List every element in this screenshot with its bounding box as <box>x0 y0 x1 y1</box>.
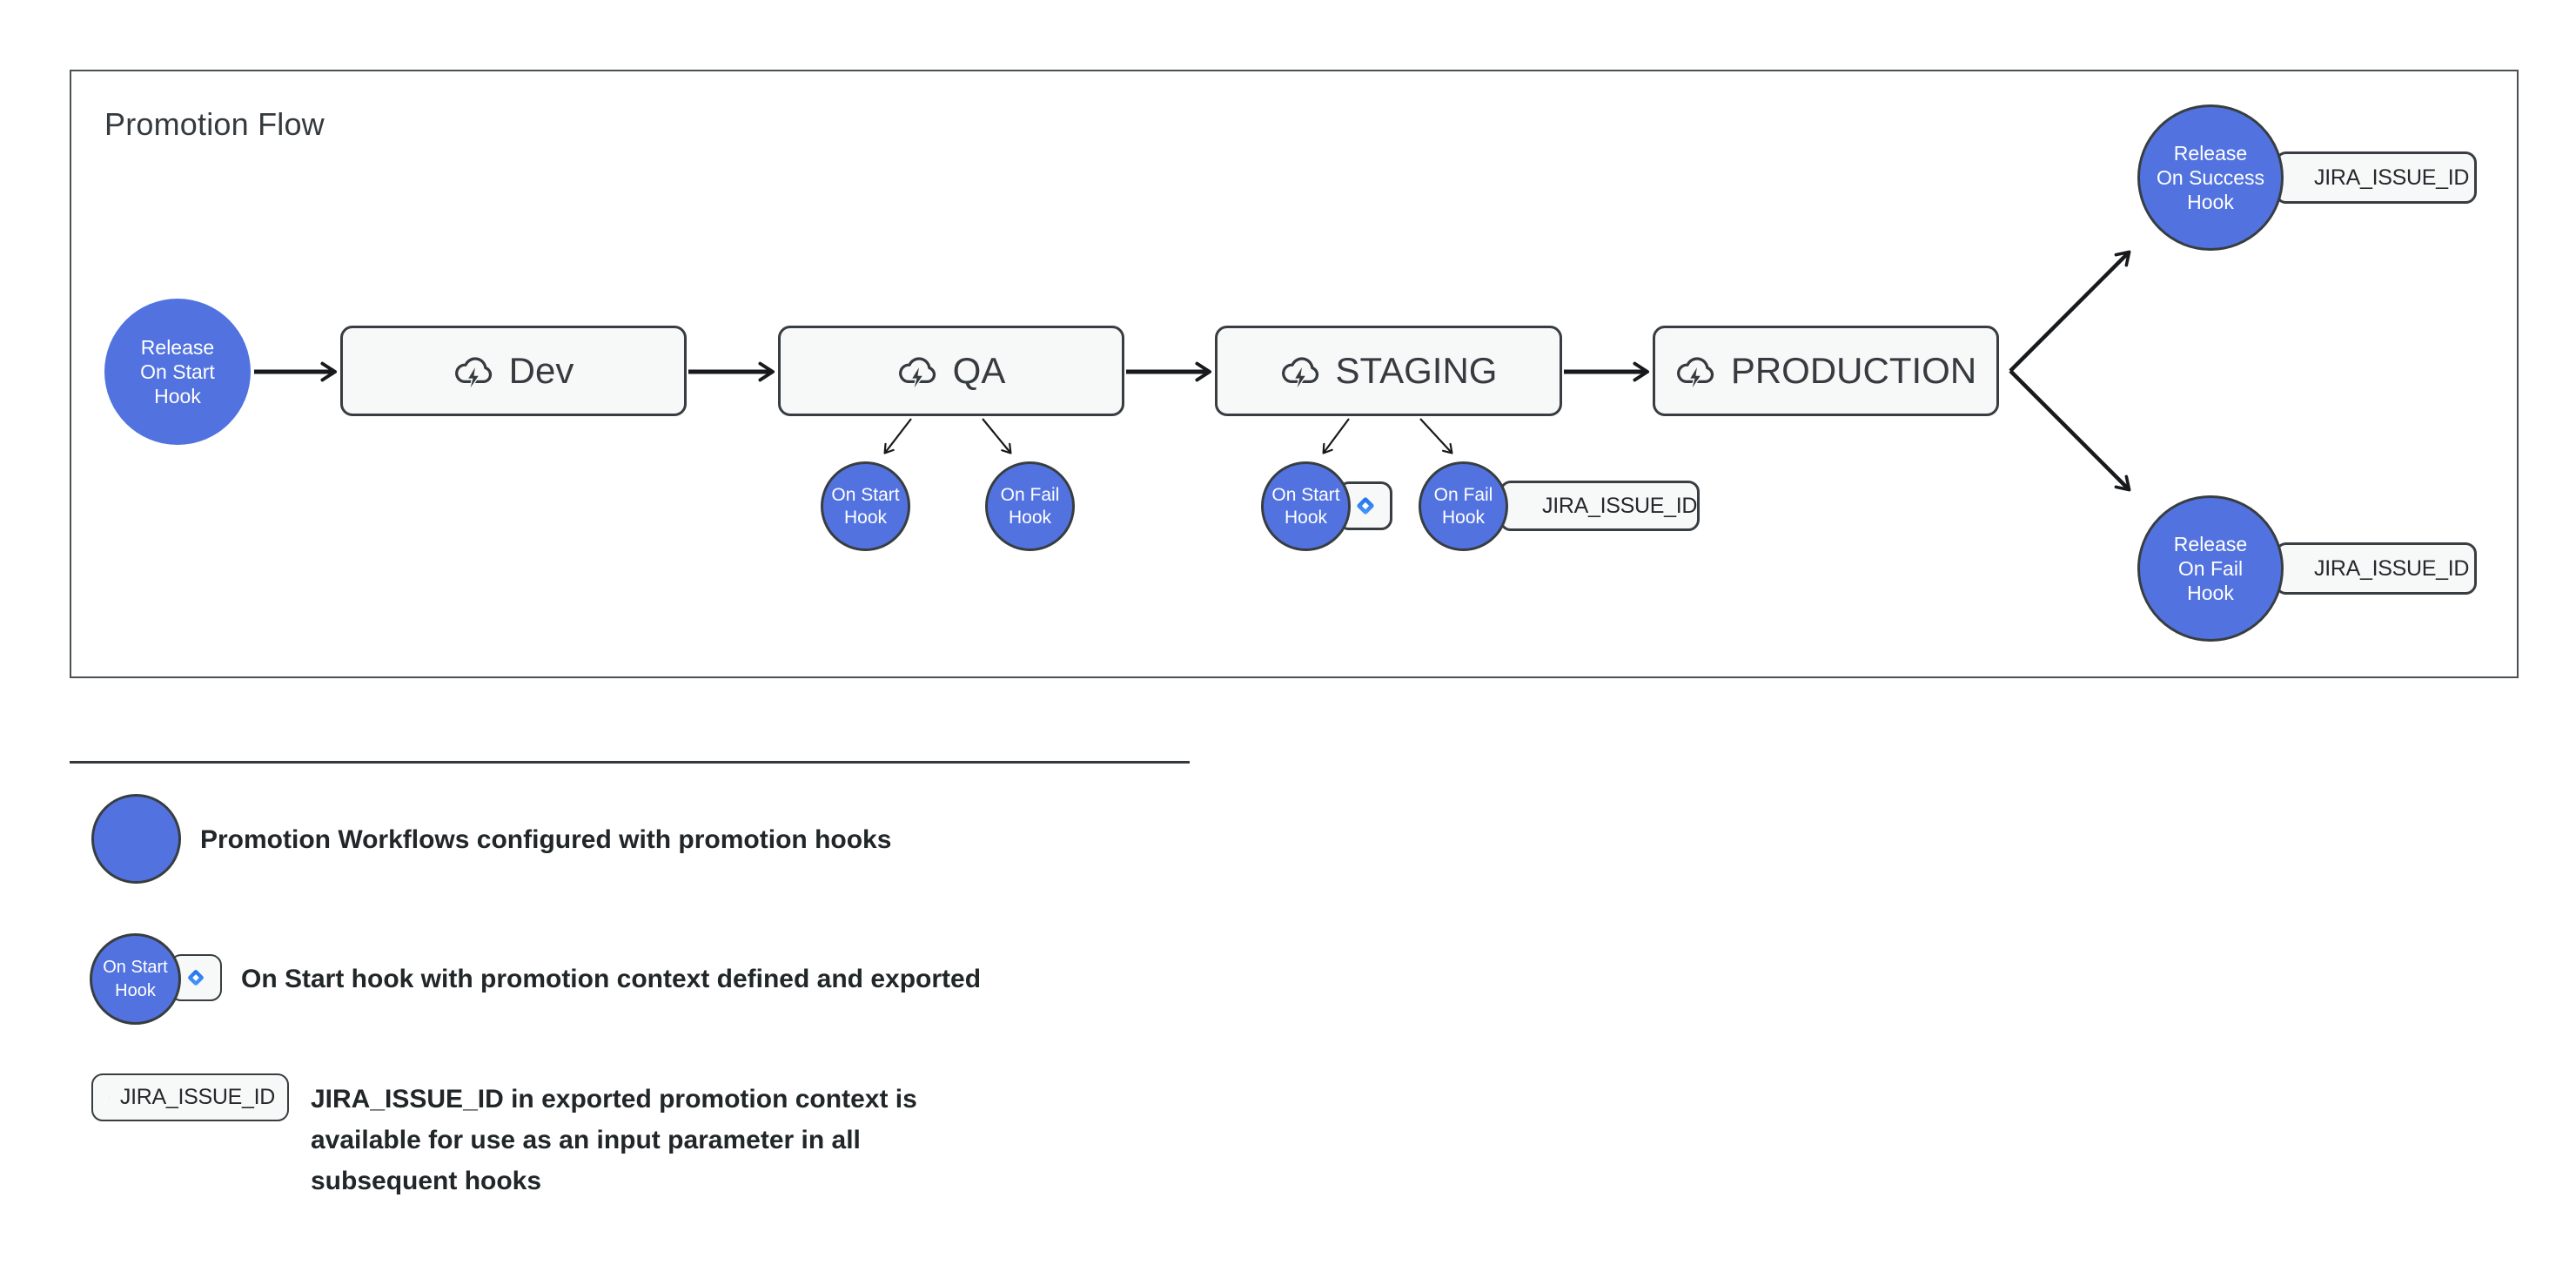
stage-label-dev: Dev <box>508 350 574 391</box>
cloud-lightning-icon <box>898 357 936 388</box>
staging-on-start-hook-node: On Start Hook <box>1261 461 1351 551</box>
qa-on-start-hook-node: On Start Hook <box>821 461 910 551</box>
stage-label-qa: QA <box>952 350 1006 391</box>
qa-on-fail-hook-node: On Fail Hook <box>985 461 1075 551</box>
stage-box-staging: STAGING <box>1215 326 1562 416</box>
legend-workflow-text: Promotion Workflows configured with prom… <box>200 825 892 854</box>
jira-issue-id-label: JIRA_ISSUE_ID <box>119 1085 275 1109</box>
staging-on-fail-hook-node: On Fail Hook <box>1419 461 1508 551</box>
legend-onstart-hook-circle: On Start Hook <box>90 933 181 1025</box>
jira-issue-id-label: JIRA_ISSUE_ID <box>2314 165 2470 190</box>
staging-onfail-jira-issue-badge: JIRA_ISSUE_ID <box>1499 481 1700 531</box>
jira-issue-id-label: JIRA_ISSUE_ID <box>2314 555 2470 581</box>
cloud-lightning-icon <box>1676 357 1714 388</box>
jira-diamond-icon <box>1356 497 1374 515</box>
stage-box-qa: QA <box>778 326 1124 416</box>
success-jira-issue-badge: JIRA_ISSUE_ID <box>2275 151 2477 204</box>
legend-onstart-text: On Start hook with promotion context def… <box>241 965 982 993</box>
legend-jira-issue-badge: JIRA_ISSUE_ID <box>91 1073 289 1121</box>
stage-box-dev: Dev <box>340 326 687 416</box>
cloud-lightning-icon <box>454 357 492 388</box>
stage-box-production: PRODUCTION <box>1653 326 1999 416</box>
jira-issue-id-label: JIRA_ISSUE_ID <box>1542 493 1698 518</box>
legend-jira-text: JIRA_ISSUE_ID in exported promotion cont… <box>311 1085 917 1195</box>
release-on-fail-hook-node: Release On Fail Hook <box>2137 495 2284 642</box>
legend-separator <box>70 761 1190 764</box>
stage-label-production: PRODUCTION <box>1730 350 1977 391</box>
fail-jira-issue-badge: JIRA_ISSUE_ID <box>2275 542 2477 595</box>
legend-workflow-circle <box>91 794 181 884</box>
jira-diamond-icon <box>188 970 204 986</box>
cloud-lightning-icon <box>1281 357 1318 388</box>
flow-title: Promotion Flow <box>104 106 325 142</box>
release-on-success-hook-node: Release On Success Hook <box>2137 104 2284 251</box>
release-on-start-hook-node: Release On Start Hook <box>104 299 251 445</box>
jira-diamond-icon <box>109 1097 110 1098</box>
stage-label-staging: STAGING <box>1335 350 1498 391</box>
